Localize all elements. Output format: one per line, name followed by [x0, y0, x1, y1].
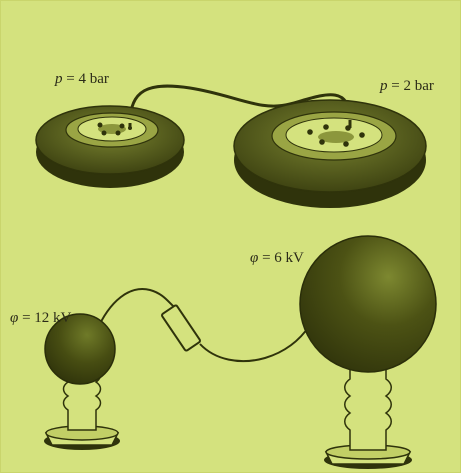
- large-sphere: [299, 235, 437, 373]
- resistor: [161, 304, 201, 352]
- connecting-wire-right: [199, 324, 311, 363]
- small-tire: [35, 105, 185, 188]
- air-hose: [128, 84, 352, 129]
- label-potential-right: φ = 6 kV: [250, 250, 304, 266]
- label-potential-left: φ = 12 kV: [10, 310, 72, 326]
- label-pressure-right: p = 2 bar: [379, 78, 434, 94]
- label-pressure-left: p = 4 bar: [54, 71, 109, 87]
- large-sphere-stand: [324, 361, 412, 469]
- large-tire: [233, 99, 427, 208]
- connecting-wire-left: [95, 288, 179, 333]
- small-sphere: [44, 313, 116, 385]
